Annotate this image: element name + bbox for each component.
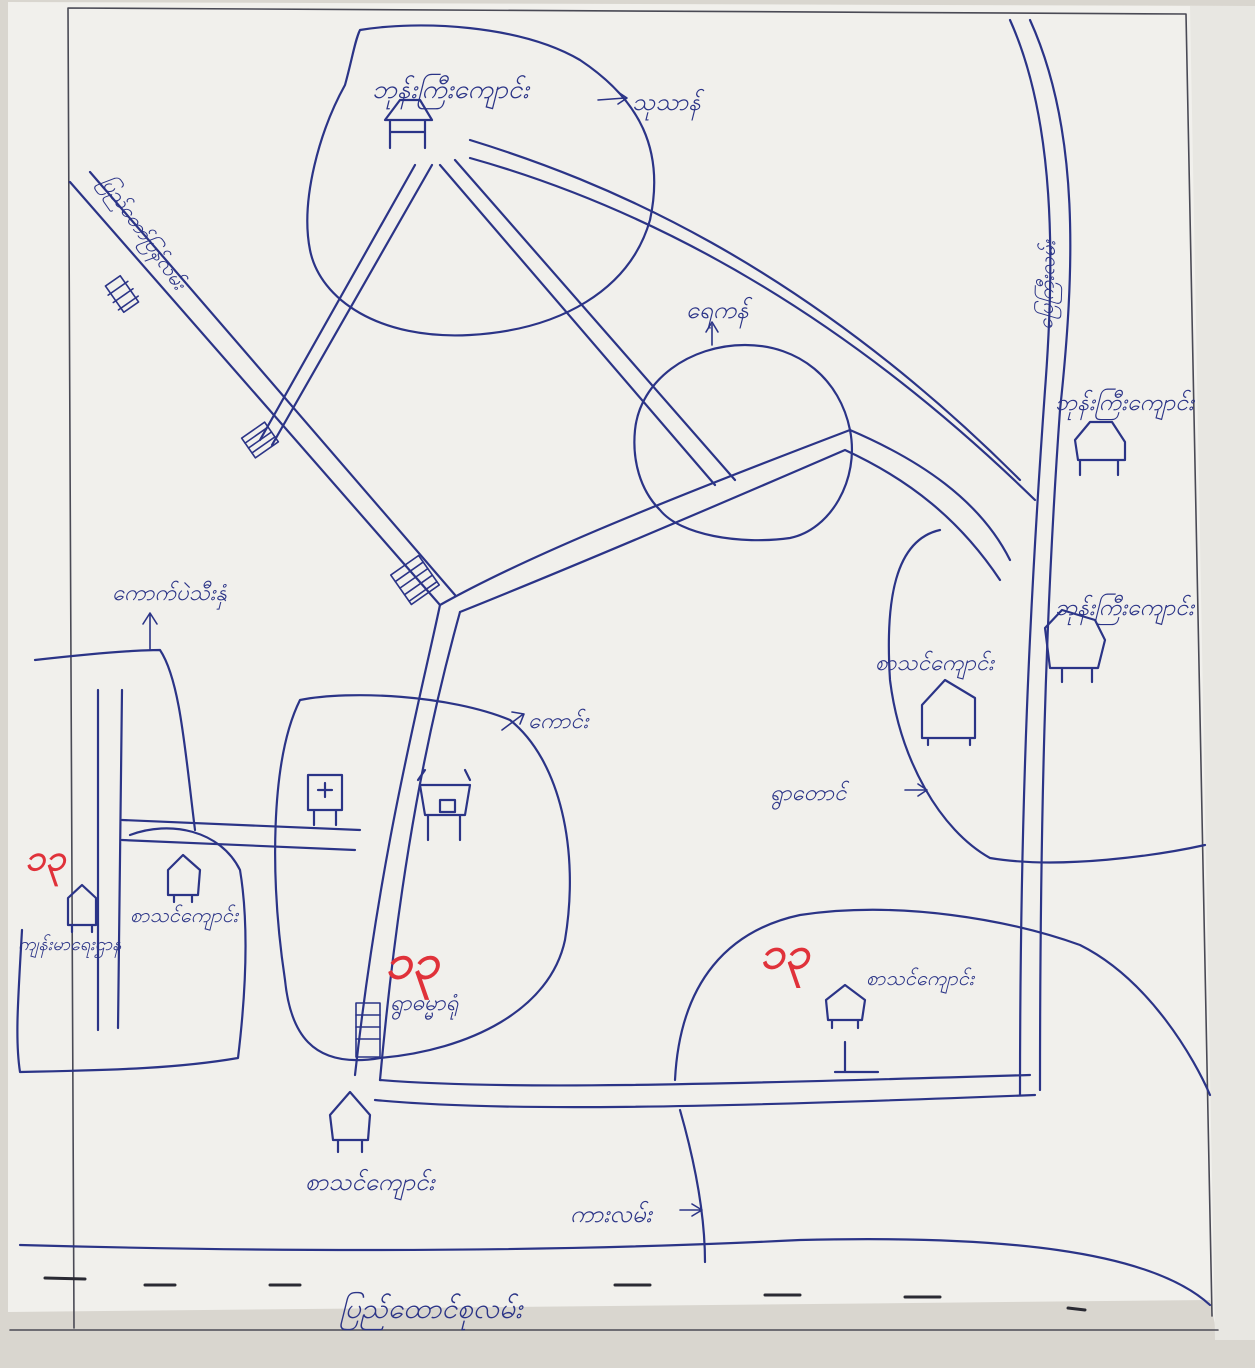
- label-monastery-top: ဘုန်းကြီးကျောင်း: [372, 73, 531, 110]
- monastery-building-icon: [1073, 420, 1127, 477]
- bridge-icon: [240, 421, 280, 459]
- highway-dash: [43, 1276, 87, 1281]
- left-inner-road: [96, 688, 362, 1032]
- left-block-zone: [16, 827, 247, 1074]
- bridge-icon: [355, 1002, 381, 1058]
- label-main-road: ပြည်ထောင်စုလမ်း: [340, 1291, 524, 1331]
- label-village-mid: ကောင်း: [528, 708, 590, 734]
- red-mark-right: ၁၃: [760, 928, 811, 989]
- bridge-icon: [389, 554, 441, 606]
- label-school-bottom: စာသင်ကျောင်း: [305, 1168, 436, 1201]
- cemetery-zone: [633, 343, 853, 542]
- connector-road-left: [258, 163, 434, 447]
- label-road-bottom: ကားလမ်း: [570, 1200, 654, 1228]
- bottom-right-zone: [673, 908, 1212, 1097]
- junction-road: [438, 428, 1012, 614]
- page-border: [9, 7, 1219, 1331]
- label-pond: ရေကန်: [686, 296, 753, 329]
- clinic-building-icon: [66, 883, 98, 934]
- label-clinic-left: ကျန်းမာရေးဌာန: [18, 934, 122, 958]
- left-field-boundary: [33, 648, 197, 832]
- central-road: [353, 603, 462, 1082]
- label-zone-mid: ရွာဓမ္မာရုံ: [390, 991, 459, 1020]
- red-mark-center: ၁၃: [385, 934, 441, 1000]
- bottom-connector-road: [373, 1073, 1037, 1109]
- school-building-icon: [328, 1090, 372, 1154]
- road-to-highway: [678, 1108, 707, 1264]
- arrow-icon: [501, 711, 525, 731]
- school-building-icon: [824, 983, 880, 1074]
- monastery-building-icon: [1043, 608, 1107, 684]
- school-building-icon: [920, 678, 977, 747]
- right-vertical-road: [1008, 18, 1072, 1097]
- school-building-icon: [166, 853, 202, 904]
- label-field-left: ကောက်ပဲသီးနှံ: [112, 580, 227, 610]
- pagoda-building-icon: [416, 768, 472, 842]
- connector-road-center: [438, 158, 737, 487]
- label-school-right: စာသင်ကျောင်း: [875, 650, 995, 680]
- monastery-top-zone: [306, 24, 656, 337]
- label-school-right-low: စာသင်ကျောင်း: [866, 966, 976, 994]
- label-monastery-right-mid: ဘုန်းကြီးကျောင်း: [1055, 593, 1196, 626]
- arrow-icon: [705, 321, 719, 346]
- label-well-right: ရွာတောင်: [770, 780, 849, 810]
- bridge-icon: [104, 274, 140, 314]
- arrow-icon: [679, 1203, 703, 1217]
- highway-edge: [18, 1238, 1212, 1307]
- highway-dash: [1066, 1306, 1087, 1312]
- clinic-building-icon: [306, 773, 344, 827]
- paper-edge-right: [1190, 6, 1255, 1340]
- arrow-icon: [904, 783, 928, 797]
- arrow-icon: [142, 612, 158, 651]
- label-school-left: စာသင်ကျောင်း: [130, 903, 240, 931]
- mid-zone: [274, 694, 571, 1062]
- label-cemetery: သုသာန်: [632, 88, 705, 121]
- red-mark-left: ၁၃: [25, 838, 67, 887]
- right-school-zone: [887, 528, 1207, 864]
- long-road-right: [468, 138, 1037, 502]
- paper-sheet: [8, 2, 1255, 1340]
- left-diagonal-road: [68, 170, 457, 607]
- monastery-building-icon: [383, 98, 434, 150]
- label-monastery-right-top: ဘုန်းကြီးကျောင်း: [1055, 388, 1196, 421]
- arrow-icon: [597, 91, 628, 105]
